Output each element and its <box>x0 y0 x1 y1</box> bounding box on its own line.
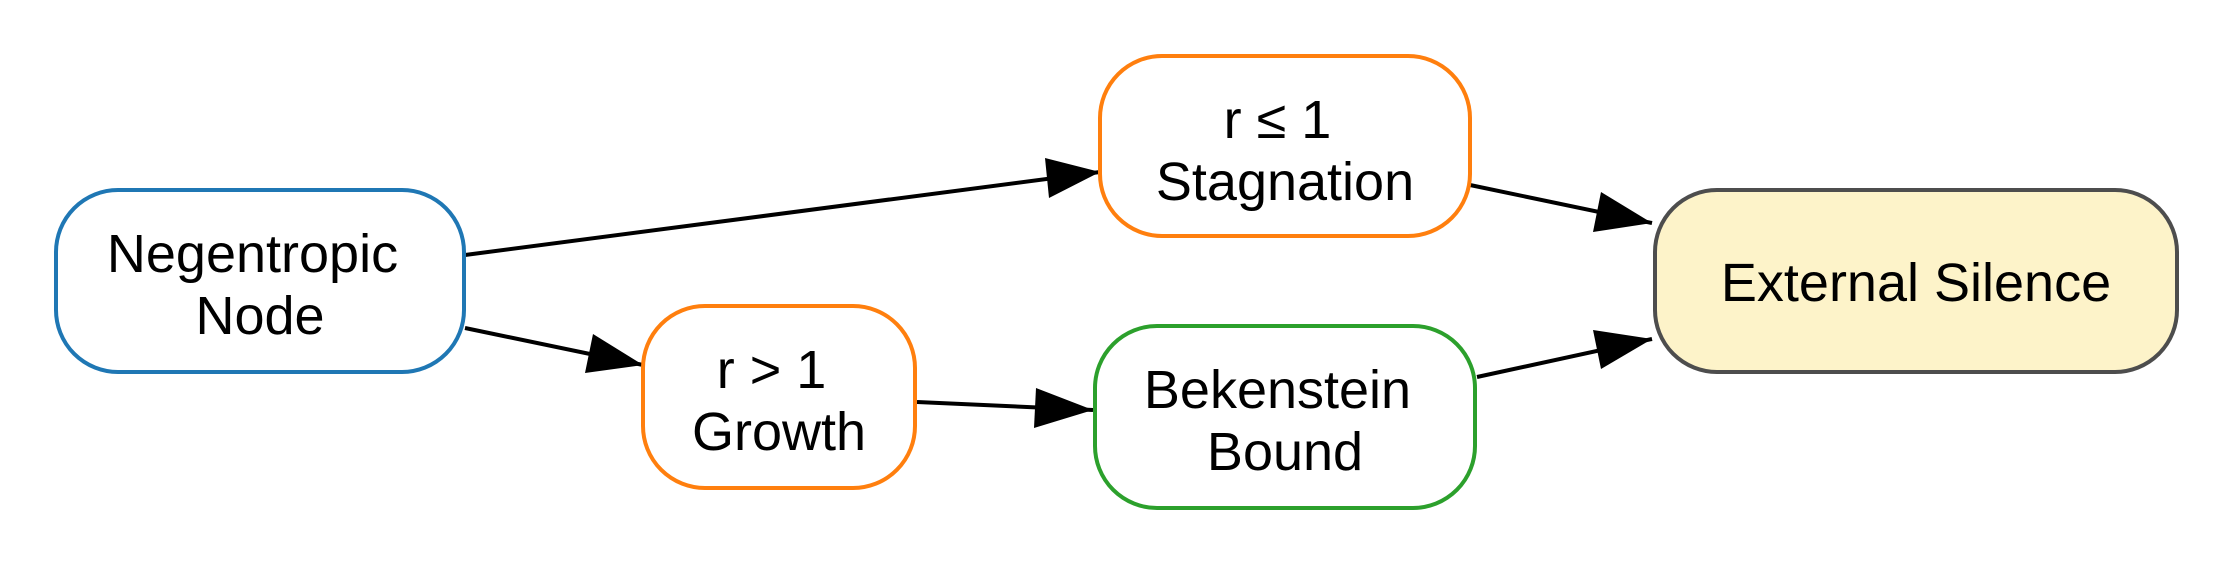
node-growth-label: r > 1 Growth <box>692 340 866 462</box>
arrow-negentropic-to-stagnation <box>1045 158 1100 198</box>
node-growth-line2: Growth <box>692 402 866 462</box>
arrow-negentropic-to-growth <box>585 334 643 373</box>
node-silence[interactable]: External Silence <box>1653 188 2179 374</box>
node-growth[interactable]: r > 1 Growth <box>641 304 917 490</box>
edges <box>464 158 1653 428</box>
node-stagnation[interactable]: r ≤ 1 Stagnation <box>1098 54 1472 238</box>
node-bekenstein[interactable]: Bekenstein Bound <box>1093 324 1477 510</box>
node-bekenstein-box <box>1093 324 1477 510</box>
arrow-growth-to-bekenstein <box>1034 388 1093 428</box>
node-stagnation-box <box>1098 54 1472 238</box>
node-growth-line1: r > 1 <box>717 340 827 400</box>
edge-negentropic-to-stagnation <box>464 170 1101 257</box>
node-negentropic-line1: Negentropic <box>107 224 398 284</box>
node-negentropic-line2: Node <box>195 286 324 346</box>
node-bekenstein-line2: Bound <box>1207 422 1363 482</box>
node-bekenstein-label: Bekenstein Bound <box>1144 360 1426 482</box>
node-bekenstein-line1: Bekenstein <box>1144 360 1411 420</box>
node-negentropic-box <box>54 188 466 374</box>
arrow-bekenstein-to-silence <box>1593 330 1652 369</box>
node-silence-box <box>1653 188 2179 374</box>
node-negentropic-label: Negentropic Node <box>107 224 413 346</box>
node-growth-box <box>641 304 917 490</box>
node-negentropic[interactable]: Negentropic Node <box>54 188 466 374</box>
node-silence-label: External Silence <box>1721 253 2111 313</box>
arrow-stagnation-to-silence <box>1593 192 1652 232</box>
node-stagnation-label: r ≤ 1 Stagnation <box>1156 90 1414 212</box>
node-silence-line1: External Silence <box>1721 253 2111 313</box>
node-stagnation-line1: r ≤ 1 <box>1224 90 1332 150</box>
node-stagnation-line2: Stagnation <box>1156 152 1414 212</box>
